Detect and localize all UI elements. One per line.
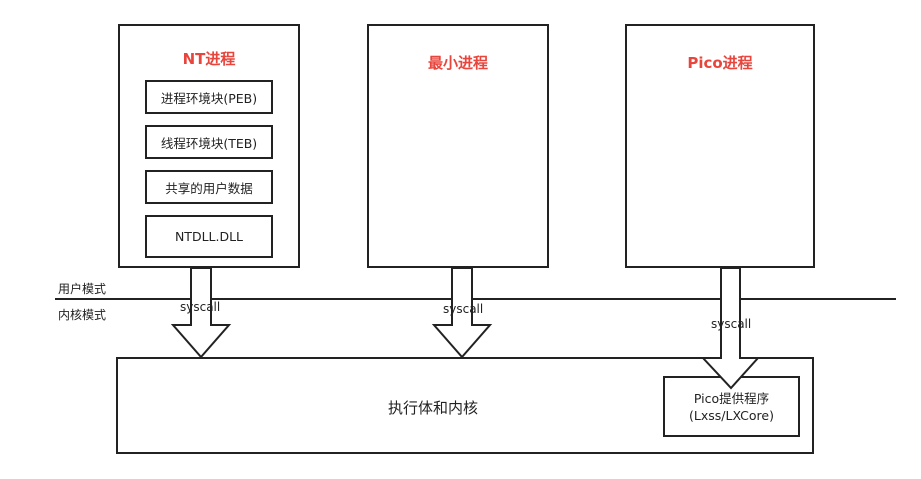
pico-provider-line1: Pico提供程序 [693, 390, 770, 406]
executive-kernel-box: 执行体和内核 Pico提供程序 (Lxss/LXCore) [116, 357, 814, 454]
pico-process-title: Pico进程 [687, 54, 753, 72]
syscall-label-pico: syscall [711, 317, 752, 331]
executive-kernel-title: 执行体和内核 [388, 399, 479, 417]
minimal-process-title: 最小进程 [427, 54, 488, 72]
minimal-process-box: 最小进程 [367, 24, 549, 268]
teb-block: 线程环境块(TEB) [145, 125, 273, 159]
shared-user-data-label: 共享的用户数据 [165, 180, 253, 196]
peb-label: 进程环境块(PEB) [160, 90, 258, 106]
syscall-arrow-nt [170, 267, 232, 359]
peb-block: 进程环境块(PEB) [145, 80, 273, 114]
syscall-label-nt: syscall [180, 300, 221, 314]
syscall-arrow-pico [700, 267, 761, 390]
shared-user-data-block: 共享的用户数据 [145, 170, 273, 204]
user-mode-label: 用户模式 [58, 282, 107, 296]
pico-provider-line2: (Lxss/LXCore) [689, 407, 774, 423]
teb-label: 线程环境块(TEB) [160, 135, 258, 151]
nt-process-box: NT进程 进程环境块(PEB) 线程环境块(TEB) 共享的用户数据 NTDLL… [118, 24, 300, 268]
ntdll-block: NTDLL.DLL [145, 215, 273, 258]
ntdll-label: NTDLL.DLL [174, 229, 244, 244]
syscall-label-minimal: syscall [443, 302, 484, 316]
syscall-arrow-minimal [431, 267, 493, 359]
nt-process-title: NT进程 [182, 50, 236, 68]
kernel-mode-label: 内核模式 [58, 308, 107, 322]
